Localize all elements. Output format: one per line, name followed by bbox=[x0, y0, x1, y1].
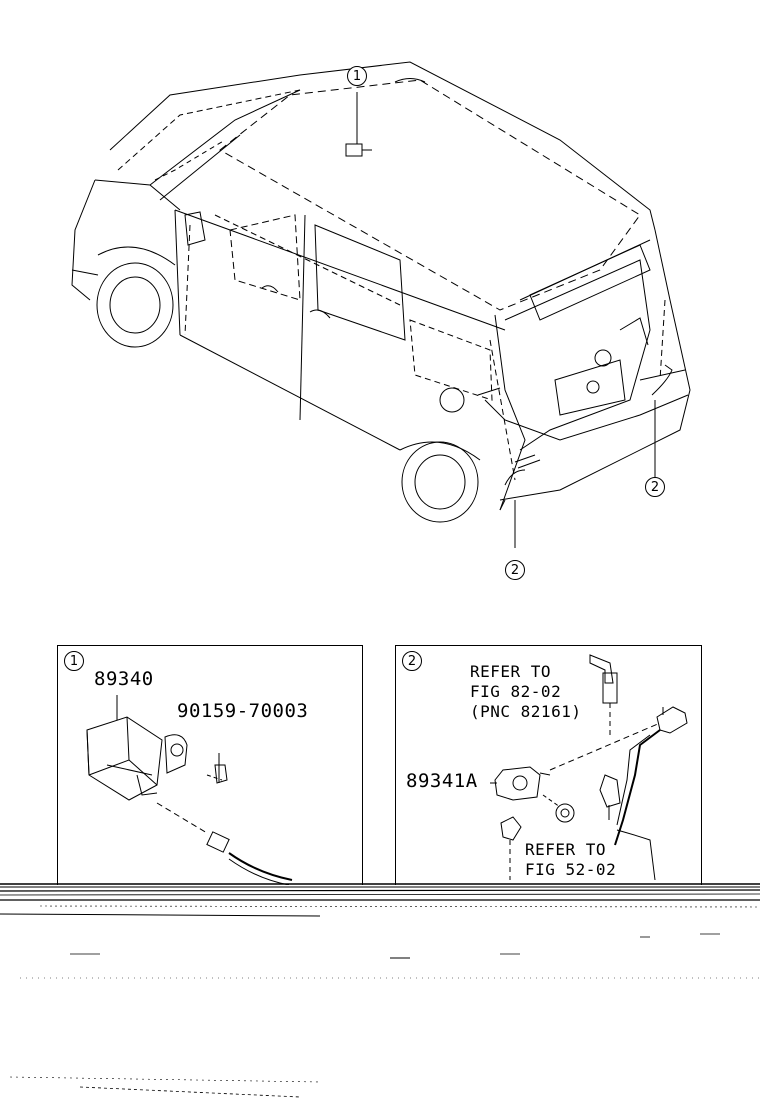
callout-2-rear-left: 2 bbox=[505, 560, 525, 580]
callout-2-rear-right: 2 bbox=[645, 477, 665, 497]
panel-1-index: 1 bbox=[64, 651, 84, 671]
refer-fig-82-02: FIG 82-02 bbox=[470, 682, 562, 701]
refer-to-label-1: REFER TO bbox=[470, 662, 552, 681]
detail-panel-1 bbox=[57, 645, 363, 885]
callout-1-roof: 1 bbox=[347, 66, 367, 86]
part-number-89341a: 89341A bbox=[406, 770, 478, 792]
scan-artifact-lines bbox=[0, 883, 760, 1098]
refer-fig-52-02: FIG 52-02 bbox=[525, 860, 617, 879]
panel-2-parts-drawing bbox=[490, 654, 688, 881]
vehicle-illustration bbox=[71, 61, 691, 548]
detail-panel-2 bbox=[395, 645, 702, 885]
part-number-89340: 89340 bbox=[94, 668, 154, 690]
part-number-90159-70003: 90159-70003 bbox=[177, 700, 309, 722]
panel-2-index: 2 bbox=[402, 651, 422, 671]
refer-pnc-82161: (PNC 82161) bbox=[470, 702, 582, 721]
refer-to-label-2: REFER TO bbox=[525, 840, 607, 859]
panel-1-parts-drawing bbox=[86, 695, 293, 885]
